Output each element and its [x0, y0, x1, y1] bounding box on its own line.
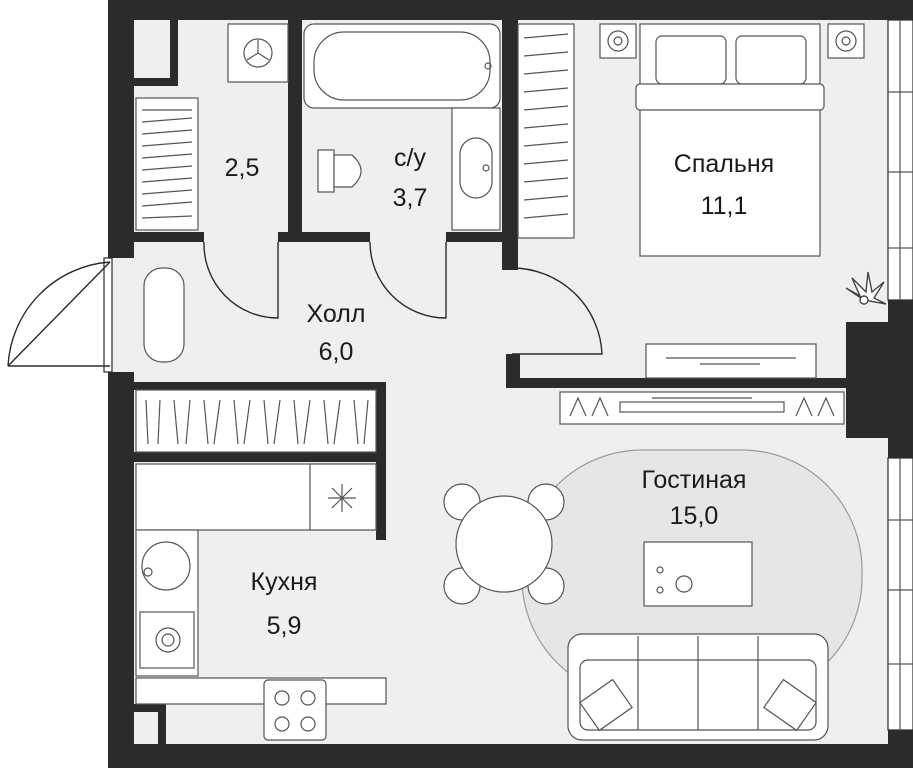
bathroom-name: с/у: [394, 144, 426, 172]
pillow-left: [655, 35, 727, 85]
kitchen-room: Кухня 5,9: [135, 463, 387, 741]
bedroom-room: Спальня 11,1: [517, 23, 887, 379]
bedroom-hangers: [523, 33, 569, 219]
sofa: [567, 633, 829, 741]
hall-room: Холл 6,0: [143, 267, 366, 366]
kitchen-counter-bottom: [135, 677, 387, 705]
entrance-door: [7, 257, 113, 373]
living-tv-unit: [559, 391, 845, 425]
dishwasher: [139, 611, 195, 669]
hall-bench: [143, 267, 185, 363]
storage-door: [203, 241, 279, 319]
living-name: Гостиная: [642, 466, 747, 494]
hall-name: Холл: [307, 300, 366, 328]
kitchen-name: Кухня: [251, 568, 318, 596]
kitchen-area: 5,9: [267, 612, 302, 640]
nightstand-left: [599, 23, 637, 59]
bathroom-room: с/у 3,7: [303, 23, 501, 231]
plant-icon: [845, 271, 887, 305]
bedroom-door: [511, 267, 603, 355]
bedroom-wardrobe: [517, 23, 575, 239]
bedroom-name: Спальня: [674, 150, 774, 178]
cooktop: [263, 679, 327, 741]
bedroom-area: 11,1: [701, 192, 748, 220]
bathroom-area: 3,7: [393, 184, 428, 212]
nightstand-right: [827, 23, 865, 59]
windows: [887, 19, 913, 731]
hall-wardrobe: [135, 389, 377, 453]
kitchen-sink: [141, 541, 191, 591]
bedroom-tv-stand: [645, 343, 817, 379]
hall-area: 6,0: [319, 338, 354, 366]
storage-area: 2,5: [225, 154, 260, 182]
sofa-cushion: [579, 678, 633, 732]
bath-sink: [451, 107, 501, 231]
storage-hangers: [141, 109, 193, 219]
pillow-right: [735, 35, 807, 85]
bathroom-door: [369, 241, 447, 319]
sofa-cushion: [763, 678, 817, 732]
living-area: 15,0: [670, 502, 719, 530]
dining-set: [443, 483, 565, 605]
blanket-fold: [635, 83, 825, 111]
dining-table: [455, 495, 553, 593]
coffee-table: [643, 541, 753, 607]
toilet-tank: [317, 149, 335, 193]
living-room: Гостиная 15,0: [443, 466, 829, 741]
storage-room: 2,5: [135, 23, 289, 231]
bathtub: [303, 23, 501, 109]
snowflake-icon: [328, 484, 356, 512]
toilet-icon: [333, 154, 362, 188]
